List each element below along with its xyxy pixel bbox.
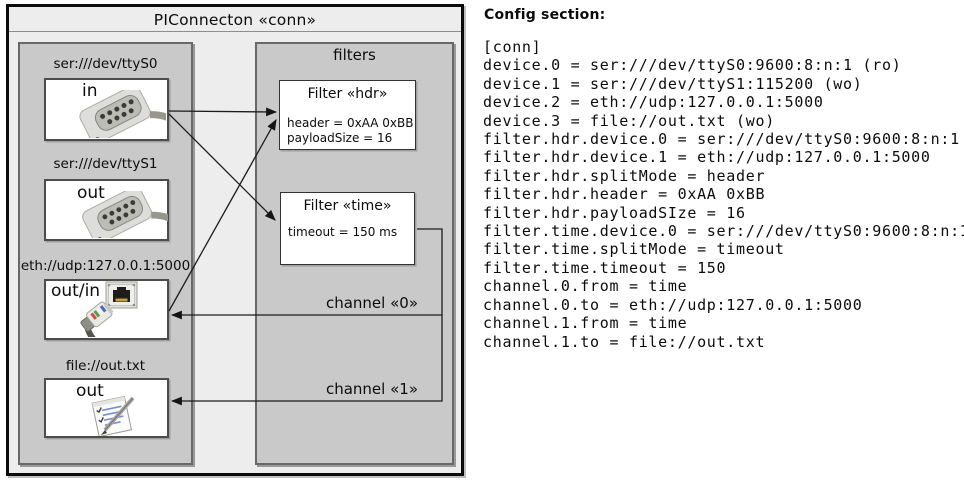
channel-0-label: channel «0»: [325, 294, 418, 312]
config-body: [conn] device.0 = ser:///dev/ttyS0:9600:…: [483, 38, 964, 351]
filter-hdr-line-payload: payloadSize = 16: [287, 131, 393, 145]
device-label-file: file://out.txt: [65, 358, 146, 374]
config-section: Config section: [conn] device.0 = ser://…: [483, 7, 964, 351]
diagram-title: PIConnecton «conn»: [153, 11, 317, 29]
notepad-pen-icon: [91, 395, 135, 436]
title-separator: [9, 31, 461, 32]
filter-time-line-timeout: timeout = 150 ms: [288, 225, 398, 239]
ethernet-plug-icon: [80, 301, 114, 337]
port-label: out: [77, 183, 105, 203]
port-label: in: [82, 81, 98, 101]
device-box-file: out: [44, 378, 169, 438]
port-label: out: [76, 381, 104, 401]
piconnecton-box: PIConnecton «conn» ser:///dev/ttyS0 in: [6, 4, 464, 476]
device-label-eth: eth://udp:127.0.0.1:5000: [20, 258, 191, 274]
device-box-ttyS1: out: [44, 179, 169, 241]
channel-1-label: channel «1»: [325, 380, 418, 398]
filter-hdr-title: Filter «hdr»: [307, 86, 388, 102]
device-label-ttyS1: ser:///dev/ttyS1: [53, 156, 158, 172]
config-heading: Config section:: [484, 7, 606, 23]
filter-hdr-box: Filter «hdr» header = 0xAA 0xBB payloadS…: [279, 80, 416, 150]
port-label: out/in: [51, 281, 101, 301]
filters-compartment: filters Filter «hdr» header = 0xAA 0xBB …: [255, 42, 454, 465]
filter-hdr-line-header: header = 0xAA 0xBB: [287, 116, 414, 130]
devices-compartment: ser:///dev/ttyS0 in: [18, 42, 193, 465]
serial-db9-icon: [82, 191, 168, 238]
device-label-ttyS0: ser:///dev/ttyS0: [53, 56, 158, 72]
filter-time-box: Filter «time» timeout = 150 ms: [280, 192, 415, 265]
serial-db9-icon: [79, 90, 166, 138]
filter-time-title: Filter «time»: [303, 198, 392, 214]
ethernet-jack-icon: [105, 281, 138, 309]
filters-title: filters: [333, 46, 376, 64]
device-box-eth: out/in: [44, 279, 169, 340]
device-box-ttyS0: in: [44, 78, 169, 141]
